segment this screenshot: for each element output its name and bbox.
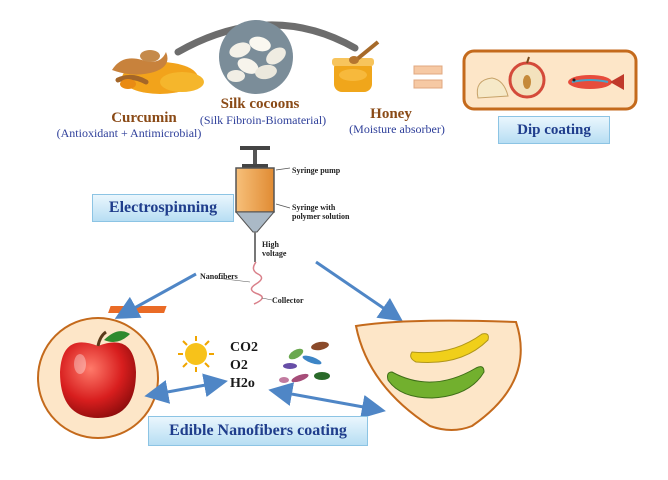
microbes-icon [279,341,330,383]
curcumin-label: Curcumin [111,110,177,126]
electrospinning-label: Electrospinning [92,194,234,222]
honey-label: Honey [370,106,412,122]
syringe-label-line1: Syringe with [292,203,336,212]
nanofibers-label: Nanofibers [200,272,238,281]
honey-jar-icon [332,40,380,92]
high-voltage-label-line2: voltage [262,249,287,258]
turmeric-icon [112,50,204,94]
arrow-banana-exchange [268,382,386,419]
edible-coating-label: Edible Nanofibers coating [148,416,368,446]
syringe-pump-label: Syringe pump [292,166,341,175]
arrow-apple-exchange [144,373,228,404]
co2-label: CO2 [230,340,258,355]
high-voltage-label-line1: High [262,240,279,249]
syringe-label-line2: polymer solution [292,212,350,221]
silk-cocoons-label: Silk cocoons [220,96,300,112]
fish-icon [568,74,624,90]
o2-label: O2 [230,358,248,373]
silk-cocoon-icon [219,20,293,94]
arrow-to-apple [114,272,197,319]
curcumin-role: (Antioxidant + Antimicrobial) [56,126,202,140]
h2o-label: H2o [230,376,255,391]
silk-cocoons-role: (Silk Fibroin-Biomaterial) [199,113,327,127]
apple-slices-icon [476,56,546,99]
banana-icon [354,319,522,431]
dip-coating-label: Dip coating [498,116,610,144]
nanofiber-strand [250,261,263,305]
syringe-icon [234,146,291,262]
arrow-to-banana [315,260,403,322]
equals-icon [413,65,443,89]
apple-icon [37,317,159,439]
honey-role: (Moisture absorber) [349,122,445,136]
collector-label: Collector [272,296,304,305]
sun-icon [178,336,214,372]
